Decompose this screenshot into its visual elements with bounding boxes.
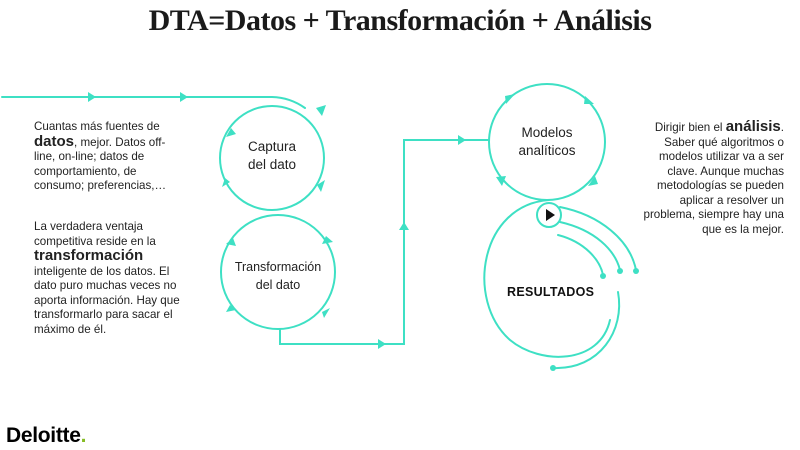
page-title: DTA=Datos + Transformación + Análisis <box>148 4 652 37</box>
arrow-head <box>226 128 236 137</box>
arrow-head <box>226 238 236 246</box>
resultados-arc <box>483 199 611 358</box>
arrow-head <box>226 305 236 312</box>
arrow-head <box>322 236 333 244</box>
datos-text: Cuantas más fuentes de datos, mejor. Dat… <box>34 120 167 192</box>
arrow-head <box>458 135 466 145</box>
arrow-head <box>588 176 598 186</box>
arrow-head <box>322 308 330 318</box>
outer-arc-3 <box>557 234 604 276</box>
arrow-head <box>316 105 326 116</box>
arc-end-dot <box>550 365 556 371</box>
arrow-head <box>378 339 386 349</box>
resultados-label: RESULTADOS <box>507 285 595 299</box>
arrow-head <box>505 94 515 104</box>
outer-arc-1 <box>559 206 637 271</box>
deloitte-logo: Deloitte. <box>6 424 87 447</box>
arrow-head <box>317 180 325 192</box>
play-button[interactable] <box>536 202 562 228</box>
arrow-head <box>584 96 594 104</box>
arrow-head <box>222 178 230 187</box>
arrow-head <box>88 92 96 102</box>
arc-end-dot <box>617 268 623 274</box>
transformacion-text: La verdadera ventaja competitiva reside … <box>34 220 180 336</box>
arrow-head <box>496 176 506 186</box>
outer-arc-2 <box>559 221 621 271</box>
arrow-head <box>399 222 409 230</box>
play-icon <box>546 209 555 221</box>
arc-end-dot <box>600 273 606 279</box>
input-line <box>1 96 306 109</box>
transformacion-circle <box>220 214 336 330</box>
resultados-arc-2 <box>552 291 621 370</box>
analisis-text: Dirigir bien el análisis. Saber qué algo… <box>643 118 785 236</box>
captura-circle <box>219 105 325 211</box>
arrow-head <box>180 92 188 102</box>
arc-end-dot <box>633 268 639 274</box>
connector-line <box>279 139 489 345</box>
